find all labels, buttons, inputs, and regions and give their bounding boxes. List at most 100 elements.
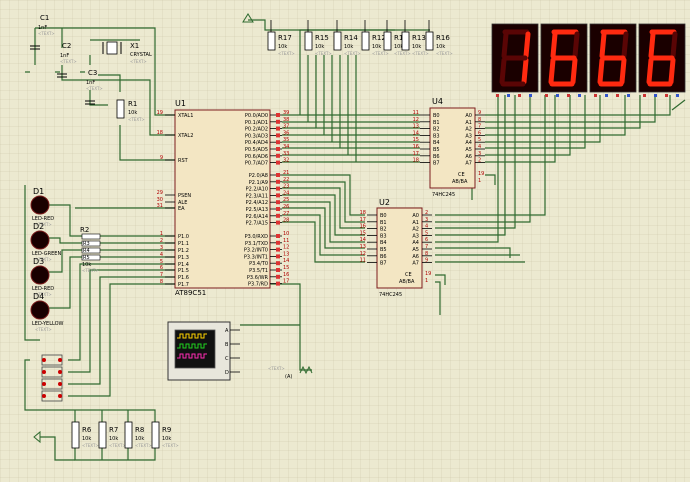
- scope-text: <TEXT>: [268, 366, 285, 371]
- u4-dir-label: AB/BA: [452, 179, 468, 185]
- u1-pin-marker: [276, 133, 280, 138]
- resistor-r2[interactable]: R2: [80, 226, 101, 240]
- buffer-pin-name: B2: [433, 127, 440, 133]
- u1-pin-name: XTAL1: [178, 113, 193, 119]
- u4-ce-label: CE: [458, 172, 465, 178]
- resistor-ref: R5: [83, 255, 90, 261]
- resistor-ref: R4: [83, 248, 90, 254]
- led-text: <TEXT>: [35, 257, 52, 262]
- r1-resistor[interactable]: R1 10k <TEXT>: [116, 99, 145, 122]
- buffer-pin-number: 13: [360, 244, 366, 250]
- push-button-2[interactable]: [41, 366, 63, 378]
- push-button-3[interactable]: [41, 378, 63, 390]
- resistor-r3[interactable]: R3: [81, 240, 101, 247]
- digit-pin: [545, 94, 548, 97]
- u1-pin-marker: [276, 153, 280, 158]
- buffer-pin-name: A3: [412, 233, 419, 239]
- seven-segment-display: 1666: [491, 23, 686, 97]
- u1-pin-name: P1.4: [178, 262, 189, 268]
- led-part: LED-RED: [32, 216, 54, 222]
- push-buttons: [41, 354, 63, 402]
- resistor-ref: R16: [436, 34, 450, 42]
- buffer-dir-pin-number: 1: [478, 178, 481, 184]
- crystal-x1[interactable]: X1 CRYSTAL <TEXT>: [102, 41, 152, 64]
- u1-right-pins: 39P0.0/AD038P0.1/AD137P0.2/AD236P0.3/AD3…: [244, 110, 289, 288]
- segment-e: [548, 57, 556, 85]
- buffer-pin-number: 3: [478, 151, 481, 157]
- ground-symbol-top: [242, 13, 254, 23]
- u1-pin-number: 39: [283, 110, 289, 116]
- segment-f: [599, 31, 607, 59]
- u1-pin-number: 34: [283, 144, 289, 150]
- resistor-ref: R8: [135, 426, 144, 434]
- u1-pin-name: P3.6/WR: [247, 275, 269, 281]
- u1-pin-number: 7: [160, 272, 163, 278]
- buffer-pin-number: 2: [478, 158, 481, 164]
- digit-pin: [643, 94, 646, 97]
- resistor-body: [81, 240, 101, 247]
- u1-pin-marker: [276, 126, 280, 131]
- u1-pin-number: 17: [283, 279, 289, 285]
- u1-pin-name: P1.6: [178, 275, 189, 281]
- resistor-body: [425, 31, 434, 51]
- capacitor-value: 1nF: [38, 25, 47, 31]
- buffer-pin-number: 15: [360, 230, 366, 236]
- led-ref: D1: [33, 187, 44, 196]
- digit-pin: [507, 94, 510, 97]
- resistor-text: <TEXT>: [278, 51, 295, 56]
- u1-pin-name: P2.6/A14: [246, 214, 268, 220]
- buffer-pin-name: A2: [412, 227, 419, 233]
- buffer-pin-number: 17: [360, 217, 366, 223]
- resistor-text: <TEXT>: [344, 51, 361, 56]
- capacitor-text: <TEXT>: [38, 31, 55, 36]
- buffer-pin-name: A5: [465, 147, 472, 153]
- u1-pin-marker: [276, 213, 280, 218]
- segment-c: [570, 57, 578, 85]
- resistor-value: 10k: [82, 262, 91, 268]
- push-button-4[interactable]: [41, 390, 63, 402]
- u1-pin-name: P3.7/RD: [248, 282, 268, 288]
- resistor-text: <TEXT>: [82, 268, 99, 273]
- ground-symbol-bottom: [33, 430, 41, 444]
- resistor-text: <TEXT>: [394, 51, 411, 56]
- buffer-pin-name: A6: [412, 254, 419, 260]
- push-button-1[interactable]: [41, 354, 63, 366]
- r1-ref: R1: [128, 100, 137, 108]
- digit-pin: [567, 94, 570, 97]
- u1-pin-name: ALE: [178, 200, 187, 206]
- resistor-value: 10k: [344, 44, 353, 50]
- buffer-pin-number: 2: [425, 210, 428, 216]
- buffer-dir-pin-number: 1: [425, 278, 428, 284]
- digit-pin: [518, 94, 521, 97]
- led-ref: D4: [33, 292, 44, 301]
- u1-pin-number: 18: [157, 130, 163, 136]
- resistor-r4[interactable]: R4: [81, 247, 101, 254]
- digit-pin: [496, 94, 499, 97]
